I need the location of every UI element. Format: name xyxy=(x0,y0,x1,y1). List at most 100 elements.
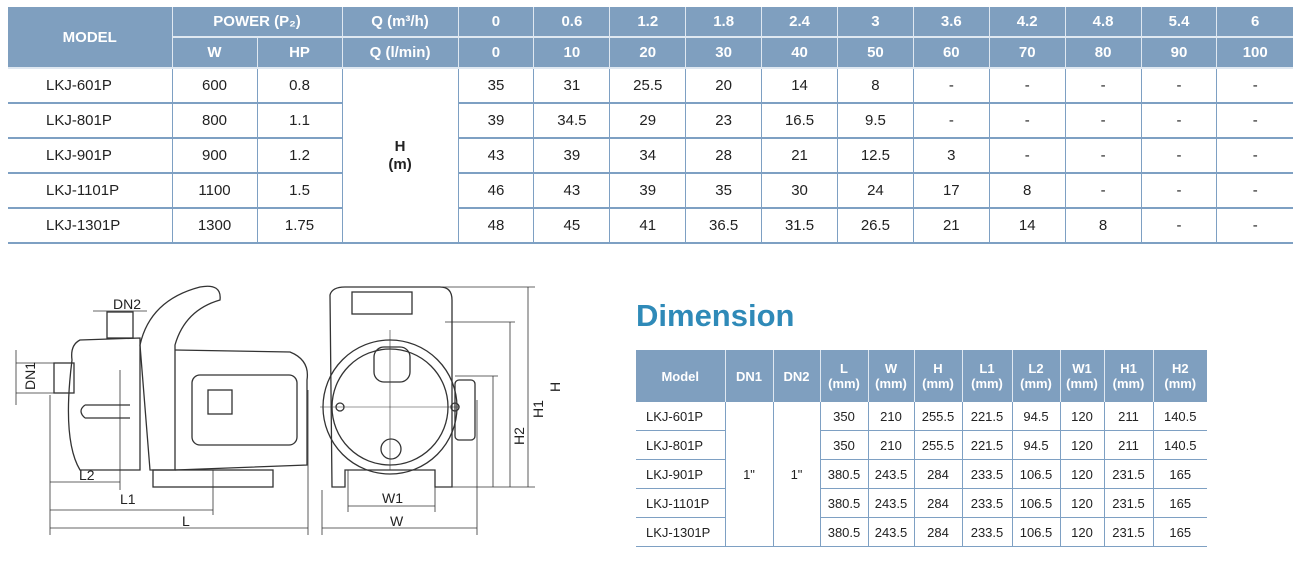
dim-value-cell: 120 xyxy=(1060,488,1105,518)
pump-side-view xyxy=(53,285,309,488)
power-w-cell: 800 xyxy=(172,103,258,139)
q-l-value: 20 xyxy=(609,37,687,69)
model-cell: LKJ-901P xyxy=(636,459,726,489)
label-h2: H2 xyxy=(511,427,527,445)
dim-value-cell: 284 xyxy=(914,517,963,547)
dim-value-cell: 120 xyxy=(1060,402,1105,431)
head-value-cell: 8 xyxy=(1065,208,1142,244)
head-value-cell: - xyxy=(989,103,1066,139)
dim-value-cell: 243.5 xyxy=(868,517,915,547)
dim-value-cell: 106.5 xyxy=(1012,459,1061,489)
head-value-cell: 8 xyxy=(989,173,1066,209)
header-q-lmin: Q (l/min) xyxy=(342,37,459,69)
head-value-cell: 17 xyxy=(913,173,990,209)
dim-value-cell: 243.5 xyxy=(868,459,915,489)
q-l-value: 30 xyxy=(685,37,763,69)
header-power: POWER (P₂) xyxy=(172,7,343,38)
dim-header-unit: (mm) xyxy=(875,376,907,391)
label-w1: W1 xyxy=(382,490,403,506)
label-w: W xyxy=(390,513,404,529)
q-m3-value: 5.4 xyxy=(1141,7,1218,38)
dn2-cell: 1" xyxy=(773,402,821,547)
dim-value-cell: 140.5 xyxy=(1153,402,1207,431)
dim-header-unit: (mm) xyxy=(1020,376,1052,391)
dim-header-unit: (mm) xyxy=(828,376,860,391)
head-value-cell: 43 xyxy=(533,173,611,209)
head-value-cell: 16.5 xyxy=(761,103,838,139)
model-cell: LKJ-901P xyxy=(8,138,173,174)
model-cell: LKJ-801P xyxy=(636,430,726,460)
dim-value-cell: 221.5 xyxy=(962,430,1013,460)
dim-header: Model xyxy=(636,350,726,402)
q-m3-value: 3 xyxy=(837,7,914,38)
head-value-cell: - xyxy=(989,138,1066,174)
power-hp-cell: 0.8 xyxy=(257,68,343,104)
dim-value-cell: 231.5 xyxy=(1104,488,1154,518)
head-value-cell: 43 xyxy=(458,138,535,174)
head-value-cell: 39 xyxy=(609,173,687,209)
head-value-cell: 14 xyxy=(761,68,838,104)
dim-value-cell: 140.5 xyxy=(1153,430,1207,460)
label-l1: L1 xyxy=(120,491,136,507)
dim-header: W(mm) xyxy=(868,350,915,402)
head-value-cell: 31 xyxy=(533,68,611,104)
dim-value-cell: 350 xyxy=(820,430,869,460)
power-hp-cell: 1.1 xyxy=(257,103,343,139)
q-l-value: 50 xyxy=(837,37,914,69)
model-cell: LKJ-1101P xyxy=(636,488,726,518)
head-value-cell: - xyxy=(1216,68,1293,104)
model-cell: LKJ-601P xyxy=(636,402,726,431)
q-m3-value: 2.4 xyxy=(761,7,838,38)
dim-header-label: H1 xyxy=(1120,361,1137,376)
q-l-value: 40 xyxy=(761,37,838,69)
dim-header-unit: (mm) xyxy=(922,376,954,391)
dim-value-cell: 210 xyxy=(868,402,915,431)
head-value-cell: - xyxy=(1141,138,1218,174)
head-value-cell: - xyxy=(989,68,1066,104)
head-label-cell: H(m) xyxy=(342,68,459,244)
dim-value-cell: 284 xyxy=(914,488,963,518)
q-m3-value: 4.2 xyxy=(989,7,1066,38)
dimension-title: Dimension xyxy=(636,298,795,333)
dim-value-cell: 380.5 xyxy=(820,517,869,547)
q-m3-value: 0.6 xyxy=(533,7,611,38)
head-value-cell: 24 xyxy=(837,173,914,209)
dim-value-cell: 233.5 xyxy=(962,488,1013,518)
dim-value-cell: 243.5 xyxy=(868,488,915,518)
head-value-cell: 34 xyxy=(609,138,687,174)
q-m3-value: 1.8 xyxy=(685,7,763,38)
head-value-cell: 34.5 xyxy=(533,103,611,139)
dim-value-cell: 120 xyxy=(1060,459,1105,489)
power-w-cell: 1100 xyxy=(172,173,258,209)
power-w-cell: 600 xyxy=(172,68,258,104)
model-cell: LKJ-1301P xyxy=(8,208,173,244)
dim-value-cell: 94.5 xyxy=(1012,430,1061,460)
dim-value-cell: 165 xyxy=(1153,459,1207,489)
dim-header-label: H2 xyxy=(1171,361,1189,376)
dim-value-cell: 231.5 xyxy=(1104,517,1154,547)
dim-value-cell: 284 xyxy=(914,459,963,489)
dim-value-cell: 120 xyxy=(1060,430,1105,460)
dimension-lines xyxy=(15,286,535,535)
q-l-value: 10 xyxy=(533,37,611,69)
dim-value-cell: 233.5 xyxy=(962,459,1013,489)
dim-header-unit: (mm) xyxy=(1164,376,1197,391)
head-value-cell: - xyxy=(1141,173,1218,209)
head-value-cell: 14 xyxy=(989,208,1066,244)
head-value-cell: 29 xyxy=(609,103,687,139)
head-value-cell: 30 xyxy=(761,173,838,209)
head-value-cell: - xyxy=(1065,103,1142,139)
q-l-value: 80 xyxy=(1065,37,1142,69)
dim-value-cell: 255.5 xyxy=(914,430,963,460)
head-value-cell: 39 xyxy=(458,103,535,139)
head-value-cell: 46 xyxy=(458,173,535,209)
head-value-cell: 8 xyxy=(837,68,914,104)
header-hp: HP xyxy=(257,37,343,69)
q-m3-value: 0 xyxy=(458,7,535,38)
q-l-value: 100 xyxy=(1216,37,1293,69)
